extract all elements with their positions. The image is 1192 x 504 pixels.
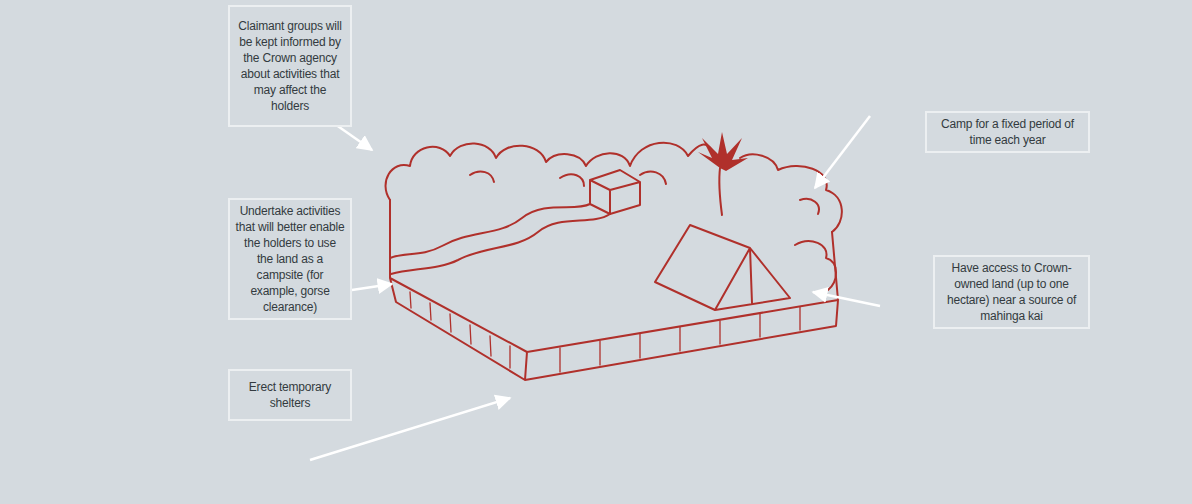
leader-arrow bbox=[813, 292, 880, 306]
land-drawing bbox=[386, 143, 842, 380]
palm-fronds bbox=[698, 132, 748, 171]
callout-box: Erect temporary shelters bbox=[228, 369, 352, 421]
callout-box: Camp for a fixed period of time each yea… bbox=[925, 111, 1090, 153]
leader-arrow bbox=[815, 116, 870, 188]
callout-text: Camp for a fixed period of time each yea… bbox=[932, 116, 1083, 148]
callout-text: Have access to Crown-owned land (up to o… bbox=[940, 260, 1083, 324]
slab-outline bbox=[390, 200, 838, 380]
callout-box: Have access to Crown-owned land (up to o… bbox=[933, 255, 1090, 329]
tent bbox=[655, 225, 790, 310]
track-edge bbox=[391, 214, 610, 274]
palm-trunk bbox=[719, 168, 722, 215]
slab-texture bbox=[410, 292, 800, 372]
callout-box: Undertake activities that will better en… bbox=[228, 198, 352, 320]
leader-arrows bbox=[310, 108, 880, 460]
callout-text: Erect temporary shelters bbox=[235, 379, 345, 411]
callout-box: Claimant groups will be kept informed by… bbox=[228, 5, 352, 127]
hut bbox=[590, 170, 640, 214]
callout-text: Claimant groups will be kept informed by… bbox=[235, 18, 345, 114]
callout-text: Undertake activities that will better en… bbox=[235, 203, 345, 315]
bush-detail bbox=[470, 171, 836, 290]
bush-outline bbox=[386, 143, 842, 232]
